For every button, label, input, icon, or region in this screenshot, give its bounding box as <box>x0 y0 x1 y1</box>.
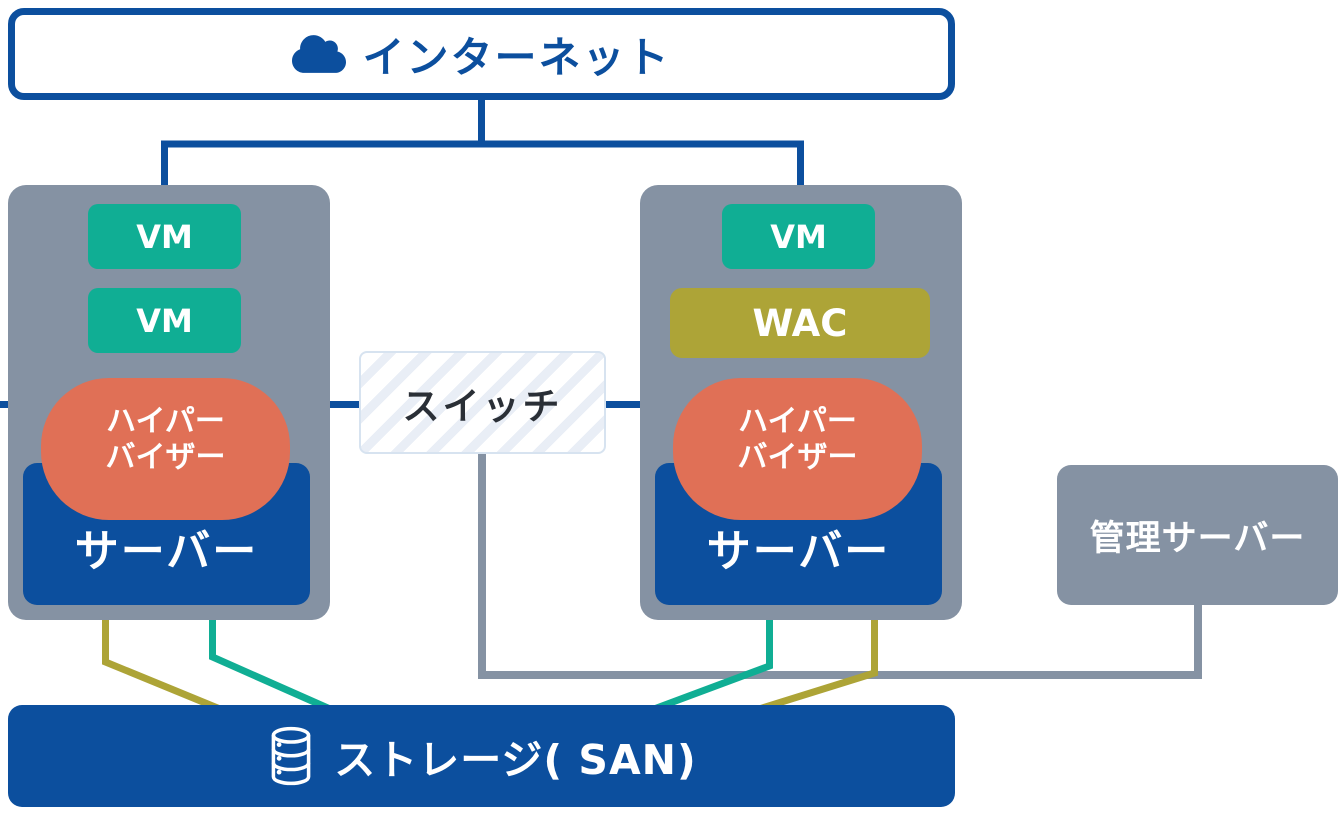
server-label-right: サーバー <box>706 526 891 577</box>
wac-badge: WAC <box>670 288 930 358</box>
hypervisor-badge-right: ハイパー バイザー <box>673 378 922 520</box>
storage-link-olive-left <box>102 616 222 713</box>
hypervisor-badge-left: ハイパー バイザー <box>41 378 290 520</box>
hypervisor-left-line2: バイザー <box>105 440 226 475</box>
internet-label: インターネット <box>362 32 671 82</box>
vm-badge-left-1: VM <box>88 204 241 269</box>
hypervisor-left-line1: ハイパー <box>106 404 225 439</box>
hypervisor-right-line1: ハイパー <box>738 404 857 439</box>
management-server-box: 管理サーバー <box>1057 465 1338 605</box>
database-icon <box>266 726 316 786</box>
server-label-left: サーバー <box>74 526 259 577</box>
storage-link-teal-right <box>652 616 773 713</box>
hypervisor-right-line2: バイザー <box>737 440 858 475</box>
switch-label: スイッチ <box>402 384 563 428</box>
management-server-label: 管理サーバー <box>1089 518 1306 559</box>
storage-link-olive-right <box>757 616 878 713</box>
internet-branch-line <box>161 140 804 190</box>
switch-box: スイッチ <box>359 351 606 454</box>
storage-label: ストレージ( SAN) <box>334 736 697 784</box>
cloud-icon <box>292 32 347 76</box>
internet-box: インターネット <box>8 8 955 100</box>
management-network-line <box>478 452 1202 679</box>
storage-box: ストレージ( SAN) <box>8 705 955 807</box>
vm-badge-left-2: VM <box>88 288 241 353</box>
vm-badge-right-1: VM <box>722 204 875 269</box>
storage-link-teal-left <box>209 616 332 713</box>
